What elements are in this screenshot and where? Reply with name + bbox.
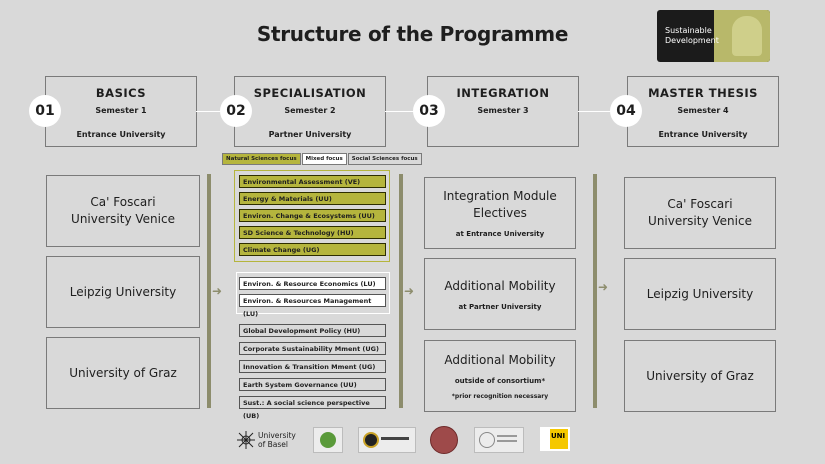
semester-label: Semester 2: [284, 106, 336, 115]
tab-social-sciences: Social Sciences focus: [347, 153, 422, 165]
arrow-right-icon: ➜: [598, 280, 609, 294]
course-item: Corporate Sustainability Mment (UG): [239, 342, 386, 355]
course-item: Environ. Change & Ecosystems (UU): [239, 209, 386, 222]
semester-label: Semester 3: [477, 106, 529, 115]
course-item: Environ. & Resources Management (LU): [239, 294, 386, 318]
university-of-basel-logo: University of Basel: [236, 429, 298, 451]
course-item: Environ. & Resource Economics (LU): [239, 277, 386, 290]
logo-line2: Development: [665, 36, 719, 45]
course-item: Innovation & Transition Mment (UG): [239, 360, 386, 373]
basics-university-box: Ca' Foscari University Venice: [46, 175, 200, 247]
logo-line1: Sustainable: [665, 26, 712, 35]
humboldt-university-logo: [474, 427, 524, 453]
semester-heading: SPECIALISATION: [253, 86, 367, 100]
semester-box-4: MASTER THESIS Semester 4 Entrance Univer…: [627, 76, 779, 147]
integration-box: Additional Mobility outside of consortiu…: [424, 340, 576, 412]
ca-foscari-seal-logo: [430, 426, 458, 454]
course-item: Climate Change (UG): [239, 243, 386, 256]
course-item: Global Development Policy (HU): [239, 324, 386, 337]
integration-title: Additional Mobility: [444, 353, 556, 367]
connector-line: [385, 111, 426, 112]
basel-line1: University: [258, 431, 296, 440]
uni-graz-text: UNI: [551, 432, 566, 440]
university-name: Ca' Foscari University Venice: [648, 197, 752, 228]
semester-box-3: INTEGRATION Semester 3: [427, 76, 579, 147]
course-item: SD Science & Technology (HU): [239, 226, 386, 239]
utrecht-university-logo: [313, 427, 343, 453]
arrow-right-icon: ➜: [404, 284, 415, 298]
semester-heading: BASICS: [95, 86, 147, 100]
step-number-4: 04: [610, 95, 642, 127]
semester-heading: MASTER THESIS: [648, 86, 758, 100]
integration-box: Integration Module Electives at Entrance…: [424, 177, 576, 249]
semester-label: Semester 4: [677, 106, 729, 115]
thesis-university-box: Ca' Foscari University Venice: [624, 177, 776, 249]
connector-line: [196, 111, 233, 112]
thesis-university-box: Leipzig University: [624, 258, 776, 330]
tab-mixed: Mixed focus: [301, 153, 347, 165]
university-name: Leipzig University: [69, 284, 177, 299]
semester-heading: INTEGRATION: [456, 86, 550, 100]
university-name: Ca' Foscari University Venice: [71, 195, 175, 226]
university-name: University of Graz: [646, 368, 754, 383]
semester-box-2: SPECIALISATION Semester 2 Partner Univer…: [234, 76, 386, 147]
integration-box: Additional Mobility at Partner Universit…: [424, 258, 576, 330]
step-number-1: 01: [29, 95, 61, 127]
thesis-university-box: University of Graz: [624, 340, 776, 412]
divider-bar: [399, 174, 403, 408]
basel-line2: of Basel: [258, 440, 288, 449]
basics-university-box: University of Graz: [46, 337, 200, 409]
connector-line: [578, 111, 626, 112]
course-item: Environmental Assessment (VE): [239, 175, 386, 188]
divider-bar: [207, 174, 211, 408]
basel-star-icon: [237, 431, 255, 449]
semester-label: Semester 1: [95, 106, 147, 115]
mixed-focus-group: [236, 272, 390, 314]
semester-university: Entrance University: [76, 130, 166, 139]
focus-legend: Natural Sciences focus Mixed focus Socia…: [222, 153, 423, 165]
uni-graz-logo: UNI: [540, 427, 570, 451]
tab-natural-sciences: Natural Sciences focus: [222, 153, 301, 165]
semester-university: Partner University: [268, 130, 352, 139]
semester-university: Entrance University: [658, 130, 748, 139]
basics-university-box: Leipzig University: [46, 256, 200, 328]
integration-title: Additional Mobility: [444, 278, 556, 293]
integration-note: *prior recognition necessary: [451, 393, 549, 400]
integration-sub: at Entrance University: [455, 230, 545, 238]
universitat-leipzig-logo: [358, 427, 416, 453]
arrow-right-icon: ➜: [212, 284, 223, 298]
course-item: Sust.: A social science perspective (UB): [239, 396, 386, 420]
course-item: Earth System Governance (UU): [239, 378, 386, 391]
university-name: University of Graz: [69, 365, 177, 380]
integration-title: Integration Module Electives: [443, 189, 557, 220]
step-number-2: 02: [220, 95, 252, 127]
divider-bar: [593, 174, 597, 408]
step-number-3: 03: [413, 95, 445, 127]
page-title: Structure of the Programme: [256, 22, 569, 46]
integration-sub: at Partner University: [458, 302, 542, 311]
integration-sub: outside of consortium*: [454, 377, 546, 385]
semester-box-1: BASICS Semester 1 Entrance University: [45, 76, 197, 147]
university-name: Leipzig University: [646, 286, 754, 301]
course-item: Energy & Materials (UU): [239, 192, 386, 205]
